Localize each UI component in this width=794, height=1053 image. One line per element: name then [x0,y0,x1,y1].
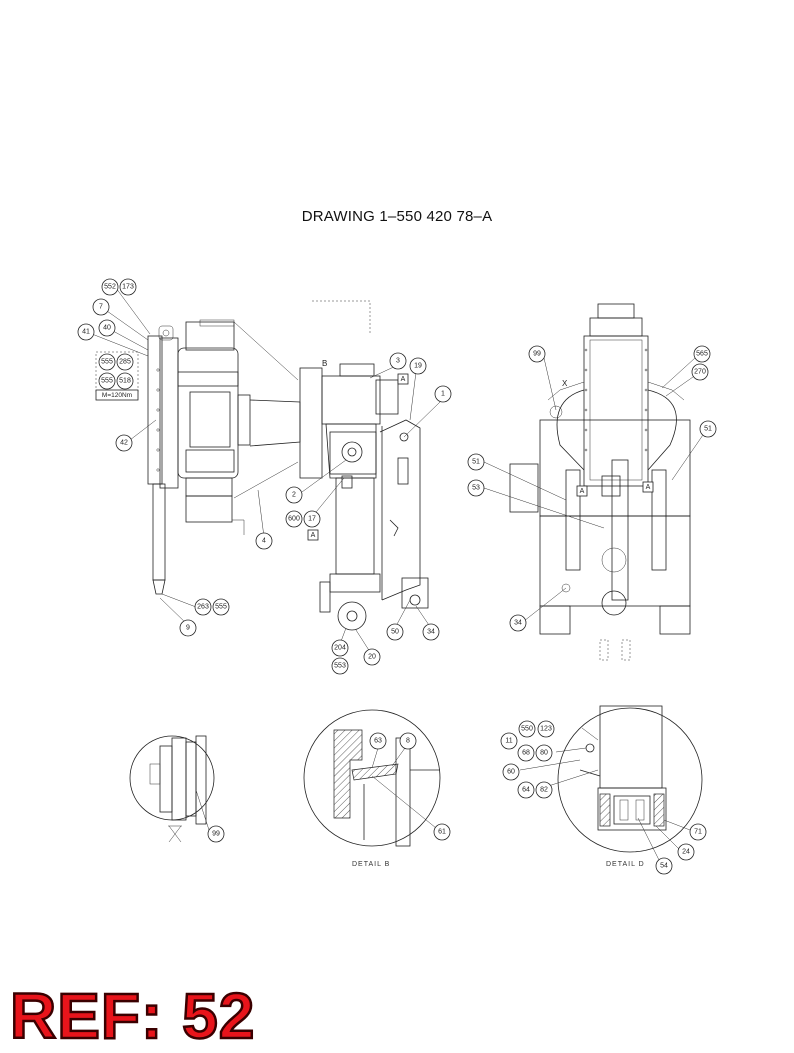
callout-label: 8 [406,738,410,745]
detail-d: DETAIL D [519,705,703,868]
left-side-view [95,319,301,595]
callout-label: 80 [540,750,548,757]
callout-label: 41 [82,329,90,336]
callout-label: 17 [308,516,316,523]
callout-label: 24 [682,849,690,856]
view-label-b: B [322,359,327,368]
torque-note-box: M=120Nm [95,389,139,401]
callout-label: 1 [441,391,445,398]
callout-label: 40 [103,325,111,332]
right-front-view [509,303,691,661]
callout-label: 51 [472,459,480,466]
callout-label: 11 [505,738,512,745]
callout-label: 2 [292,492,296,499]
callout-label: 34 [427,629,435,636]
callout-label: 555 [215,604,227,611]
middle-view-callouts: 3 19 1 2 600 17 4 50 34 204 553 20 [255,352,452,675]
callout-label: 99 [533,351,541,358]
callout-label: 4 [262,538,266,545]
right-view-callouts: 99 565 270 51 51 53 34 [467,345,717,632]
detail-b: DETAIL B [303,709,441,868]
torque-note: M=120Nm [102,392,132,399]
callout-label: 82 [540,787,548,794]
middle-view-tags: A A B [307,359,409,541]
callout-label: 600 [288,516,300,523]
drawing-title: DRAWING 1–550 420 78–A [301,208,493,225]
callout-label: 270 [694,369,706,376]
detail-x [129,735,215,843]
callout-label: 63 [374,738,382,745]
callout-label: 71 [694,829,702,836]
detail-d-caption: DETAIL D [606,861,645,868]
callout-label: 50 [391,629,399,636]
detail-b-callouts: 63 8 61 [369,732,451,841]
callout-label: 60 [507,769,515,776]
section-tag: A [311,532,316,539]
callout-label: 555 [101,359,113,366]
callout-label: 123 [540,726,552,733]
callout-label: 51 [704,426,712,433]
callout-label: 555 [101,378,113,385]
callout-label: 518 [119,378,131,385]
callout-label: 173 [122,284,134,291]
view-label-x: X [562,379,568,388]
callout-label: 19 [414,363,422,370]
callout-label: 552 [104,284,116,291]
middle-view [299,300,441,631]
section-tag: A [401,376,406,383]
detail-b-caption: DETAIL B [352,861,390,868]
callout-label: 9 [186,625,190,632]
detail-x-callouts: 99 [207,825,225,843]
callout-label: 34 [514,620,522,627]
callout-label: 550 [521,726,533,733]
callout-label: 61 [438,829,446,836]
callout-label: 204 [334,645,346,652]
callout-label: 553 [334,663,346,670]
callout-label: 3 [396,358,400,365]
left-view-callouts: 552 173 7 40 41 555 285 555 518 42 263 5… [77,278,230,637]
callout-label: 20 [368,654,376,661]
callout-label: 263 [197,604,209,611]
callout-label: 68 [522,750,530,757]
callout-label: 64 [522,787,530,794]
right-view-tags: A A X [562,379,654,497]
callout-label: 285 [119,359,131,366]
section-tag: A [646,484,651,491]
callout-label: 7 [99,304,103,311]
callout-label: 42 [120,440,128,447]
callout-label: 54 [660,863,668,870]
callout-label: 53 [472,485,480,492]
callout-label: 99 [212,831,220,838]
section-tag: A [580,488,585,495]
ref-label: REF: 52 [9,980,256,1052]
detail-d-callouts: 11 550 123 68 80 60 64 82 71 24 54 [500,720,707,875]
callout-label: 565 [696,351,708,358]
